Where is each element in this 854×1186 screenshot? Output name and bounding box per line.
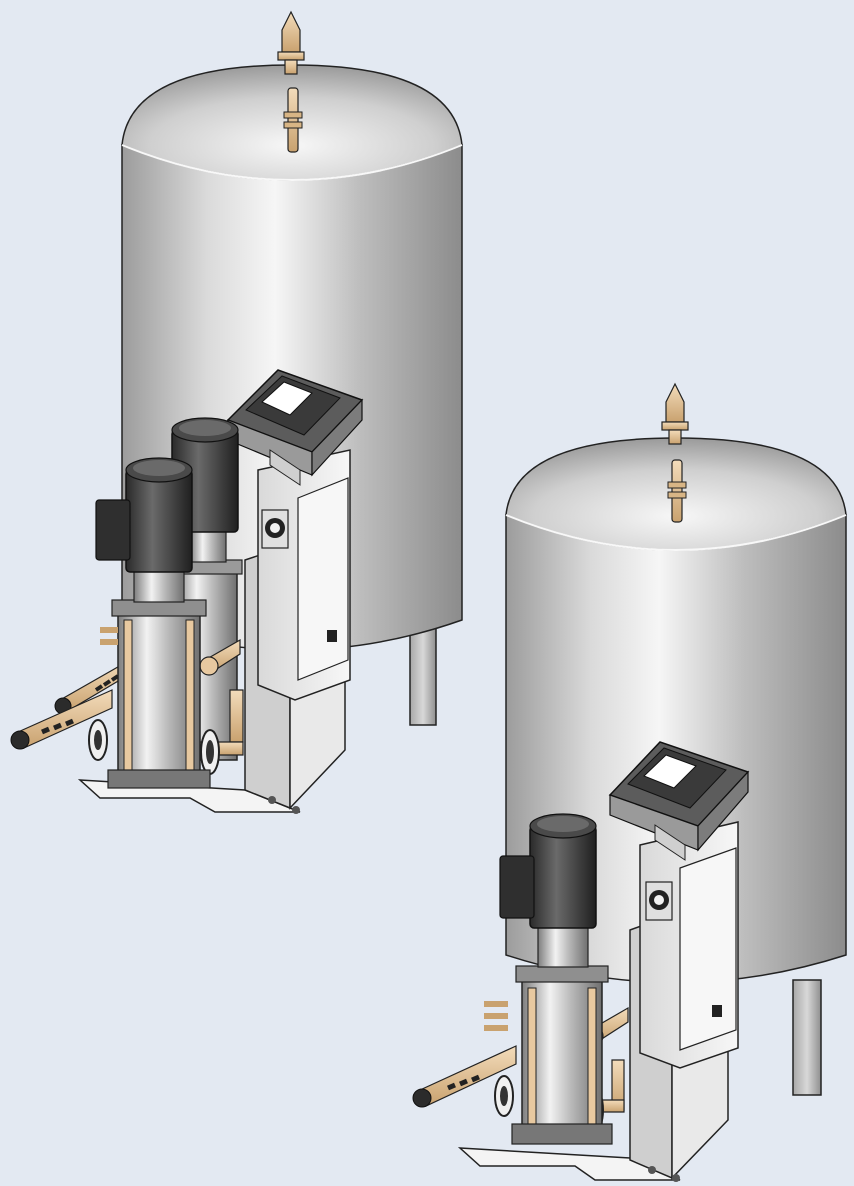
flange-wheel-icon xyxy=(200,729,220,775)
tank-leg xyxy=(792,979,822,1096)
terminal-box-icon xyxy=(95,499,131,561)
small-booster-unit xyxy=(412,382,847,1182)
main-switch-icon xyxy=(261,509,289,549)
inlet-manifold xyxy=(412,1001,517,1117)
control-cabinet xyxy=(629,821,739,1180)
main-switch-icon xyxy=(645,881,673,921)
pump-front xyxy=(95,457,211,789)
control-cabinet xyxy=(244,449,351,810)
air-vent-valve-icon xyxy=(661,382,689,523)
large-booster-unit xyxy=(10,10,463,814)
pump-single xyxy=(499,813,613,1145)
control-panel-display xyxy=(226,369,364,486)
terminal-box-icon xyxy=(499,855,535,919)
inlet-manifold xyxy=(10,627,118,761)
air-vent-valve-icon xyxy=(277,10,305,153)
control-panel-display xyxy=(608,741,750,861)
